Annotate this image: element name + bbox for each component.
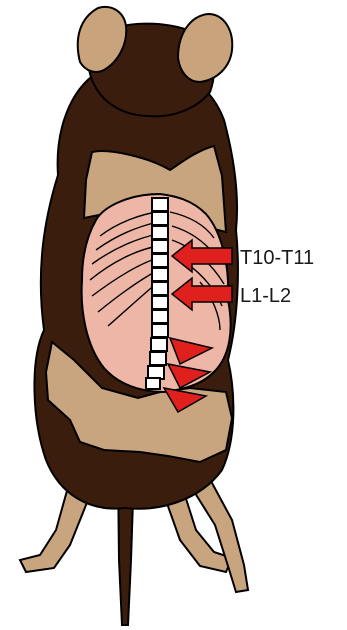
vertebra [151, 338, 167, 351]
vertebra [152, 254, 168, 267]
vertebra [152, 240, 168, 253]
vertebra [152, 282, 168, 295]
label-l1-l2: L1-L2 [240, 285, 291, 307]
vertebra [152, 226, 168, 239]
vertebra [152, 212, 168, 225]
vertebra [152, 268, 168, 281]
vertebra [152, 324, 168, 337]
vertebra [150, 352, 166, 365]
vertebra [146, 378, 160, 389]
vertebra [152, 310, 168, 323]
label-t10-t11: T10-T11 [240, 247, 314, 269]
vertebra [152, 296, 168, 309]
right-ear [178, 14, 232, 82]
vertebra [152, 198, 168, 211]
